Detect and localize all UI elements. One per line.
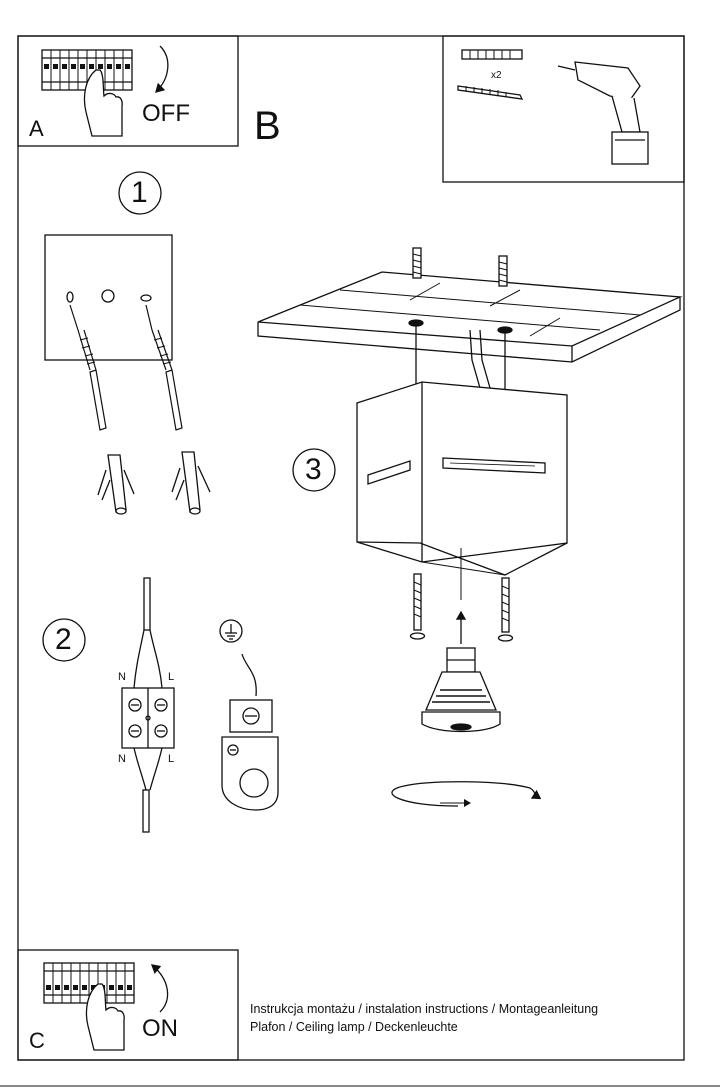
screw-icon <box>409 573 514 642</box>
panel-a-letter: A <box>29 116 44 141</box>
panel-b-letter: B <box>254 104 281 148</box>
power-cable <box>133 577 163 689</box>
gu10-bulb-icon <box>421 647 501 733</box>
panel-c-box <box>17 949 239 1061</box>
step-2-number: 2 <box>55 623 72 656</box>
supply-cable <box>469 329 491 389</box>
rotate-arrow-icon <box>391 781 542 807</box>
arrow-icon <box>151 964 169 1013</box>
ground-icon <box>219 619 243 643</box>
panel-a-box <box>17 35 239 147</box>
neutral-label-top: N <box>118 671 126 683</box>
arrow-icon <box>155 45 169 93</box>
step-1-circle <box>118 171 162 215</box>
screw-icon <box>412 247 508 287</box>
drill-bit-icon <box>69 304 107 431</box>
off-label: OFF <box>142 100 190 127</box>
mount-hole <box>140 294 152 302</box>
wall-plug-icon <box>97 454 135 515</box>
outer-frame <box>17 35 685 1061</box>
step-2-circle <box>42 618 86 662</box>
screw-icon <box>457 85 524 100</box>
drill-icon <box>557 61 649 165</box>
quantity-label: x2 <box>491 70 502 81</box>
panel-b-box <box>442 35 685 183</box>
neutral-label-bottom: N <box>118 753 126 765</box>
drill-bit-icon <box>145 304 183 431</box>
footer-line-1: Instrukcja montażu / instalation instruc… <box>250 1002 599 1016</box>
lamp-wires <box>133 747 163 833</box>
panel-c-letter: C <box>29 1028 45 1053</box>
ground-terminal <box>221 699 279 811</box>
step-3-number: 3 <box>305 453 322 486</box>
ceiling-plate <box>44 234 173 361</box>
wall-plug-icon <box>461 49 523 60</box>
live-label-top: L <box>168 671 175 683</box>
step-1-number: 1 <box>131 176 148 209</box>
live-label-bottom: L <box>168 753 175 765</box>
terminal-block <box>121 687 175 749</box>
footer-line-2: Plafon / Ceiling lamp / Deckenleuchte <box>250 1020 458 1034</box>
hand-icon <box>83 69 123 137</box>
on-label: ON <box>142 1015 178 1042</box>
ceiling-board <box>257 271 683 363</box>
wall-plug-icon <box>171 451 211 515</box>
lamp-body <box>356 381 568 576</box>
step-3-circle <box>292 448 336 492</box>
ground-wire <box>241 653 257 697</box>
mount-hole <box>66 291 74 303</box>
hand-icon <box>85 983 125 1051</box>
cable-hole <box>101 289 115 303</box>
